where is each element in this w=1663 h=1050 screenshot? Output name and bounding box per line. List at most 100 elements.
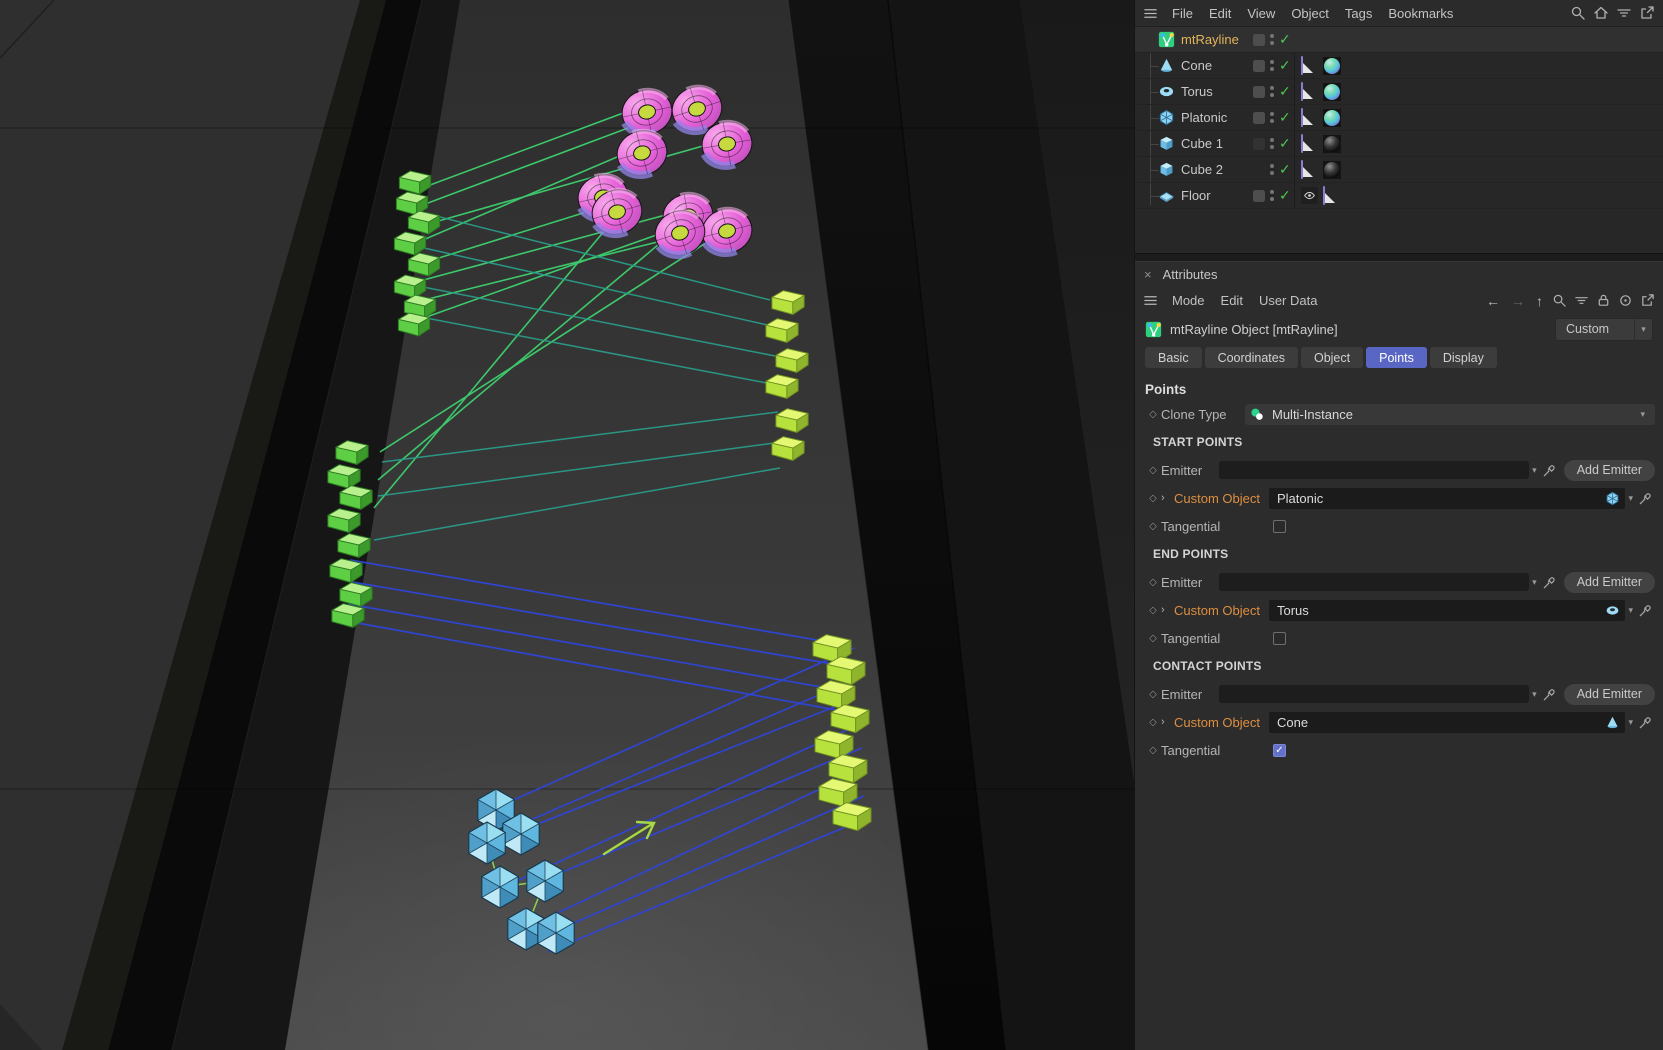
history-forward-icon[interactable]: →: [1511, 292, 1525, 309]
tab-display[interactable]: Display: [1429, 347, 1497, 368]
home-icon[interactable]: [1593, 5, 1609, 21]
tab-object[interactable]: Object: [1300, 347, 1364, 368]
chevron-down-icon[interactable]: ▾: [1628, 604, 1633, 615]
keyframe-diamond-icon[interactable]: ◇: [1149, 576, 1157, 588]
viewport-3d[interactable]: [0, 0, 1134, 1050]
object-row-cone[interactable]: Cone✓: [1135, 53, 1663, 79]
object-row-mtrayline[interactable]: mtRayline ✓: [1135, 27, 1663, 53]
enabled-check-icon[interactable]: ✓: [1279, 109, 1291, 125]
parent-up-icon[interactable]: ↑: [1536, 292, 1543, 309]
chevron-down-icon[interactable]: ▾: [1532, 464, 1537, 475]
filter-icon[interactable]: [1574, 293, 1589, 308]
cube-icon[interactable]: [1158, 161, 1175, 178]
menu-item-object[interactable]: Object: [1291, 5, 1329, 21]
material-thumbnail[interactable]: [1323, 57, 1341, 75]
keyframe-diamond-icon[interactable]: ◇: [1149, 604, 1157, 616]
tab-coordinates[interactable]: Coordinates: [1204, 347, 1298, 368]
chevron-down-icon[interactable]: ▾: [1628, 492, 1633, 503]
phong-tag-icon[interactable]: [1301, 160, 1303, 179]
custom-object-link-field[interactable]: Cone: [1269, 711, 1626, 733]
preset-dropdown[interactable]: Custom ▾: [1555, 317, 1653, 341]
layer-chip[interactable]: [1253, 34, 1265, 46]
keyframe-diamond-icon[interactable]: ◇: [1149, 716, 1157, 728]
tangential-checkbox[interactable]: [1273, 631, 1286, 645]
popout-icon[interactable]: [1640, 293, 1655, 308]
phong-tag-icon[interactable]: [1301, 134, 1303, 153]
keyframe-diamond-icon[interactable]: ◇: [1149, 688, 1157, 700]
phong-tag-icon[interactable]: [1301, 56, 1303, 75]
menu-item-view[interactable]: View: [1247, 5, 1276, 21]
eyedropper-icon[interactable]: [1638, 715, 1653, 730]
layer-chip[interactable]: [1253, 112, 1265, 124]
tangential-checkbox[interactable]: ✓: [1273, 743, 1286, 757]
chevron-down-icon[interactable]: ▾: [1532, 688, 1537, 699]
layer-chip[interactable]: [1253, 190, 1265, 202]
chevron-down-icon[interactable]: ▾: [1628, 716, 1633, 727]
mtrayline-icon[interactable]: [1158, 31, 1175, 48]
enabled-check-icon[interactable]: ✓: [1279, 187, 1291, 203]
custom-object-link-field[interactable]: Torus: [1269, 599, 1626, 621]
expand-chevron-icon[interactable]: ›: [1161, 492, 1165, 504]
object-name[interactable]: Platonic: [1181, 110, 1228, 125]
enabled-check-icon[interactable]: ✓: [1279, 135, 1291, 151]
visibility-eye-icon[interactable]: [1301, 187, 1318, 204]
enabled-check-icon[interactable]: ✓: [1279, 31, 1291, 47]
material-thumbnail[interactable]: [1323, 109, 1341, 127]
tab-basic[interactable]: Basic: [1145, 347, 1202, 368]
cone-icon[interactable]: [1158, 57, 1175, 74]
enable-dots[interactable]: [1270, 112, 1274, 123]
tab-points[interactable]: Points: [1366, 347, 1427, 368]
keyframe-diamond-icon[interactable]: ◇: [1149, 520, 1157, 532]
keyframe-diamond-icon[interactable]: ◇: [1149, 464, 1157, 476]
keyframe-diamond-icon[interactable]: ◇: [1149, 408, 1157, 420]
enable-dots[interactable]: [1270, 86, 1274, 97]
floor-icon[interactable]: [1158, 187, 1175, 204]
tangential-checkbox[interactable]: [1273, 519, 1286, 533]
close-icon[interactable]: ×: [1144, 267, 1152, 282]
enable-dots[interactable]: [1270, 138, 1274, 149]
menu-item-edit[interactable]: Edit: [1208, 5, 1232, 21]
search-icon[interactable]: [1570, 5, 1586, 21]
enabled-check-icon[interactable]: ✓: [1279, 83, 1291, 99]
cube-icon[interactable]: [1158, 135, 1175, 152]
chevron-down-icon[interactable]: ▾: [1532, 576, 1537, 587]
object-name[interactable]: Cube 1: [1181, 136, 1223, 151]
eyedropper-icon[interactable]: [1542, 463, 1557, 478]
menu-item-tags[interactable]: Tags: [1344, 5, 1373, 21]
emitter-link-field[interactable]: [1219, 573, 1530, 591]
add-emitter-button[interactable]: Add Emitter: [1563, 683, 1655, 705]
eyedropper-icon[interactable]: [1638, 603, 1653, 618]
layer-chip[interactable]: [1253, 60, 1265, 72]
expand-chevron-icon[interactable]: ›: [1161, 604, 1165, 616]
layer-chip[interactable]: [1253, 86, 1265, 98]
object-name[interactable]: mtRayline: [1181, 32, 1239, 47]
clone-type-dropdown[interactable]: Multi-Instance ▾: [1245, 403, 1655, 425]
phong-tag-icon[interactable]: [1301, 108, 1303, 127]
enable-dots[interactable]: [1270, 34, 1274, 45]
hamburger-icon[interactable]: [1143, 293, 1158, 308]
attr-menu-item-mode[interactable]: Mode: [1172, 293, 1205, 308]
object-row-torus[interactable]: Torus ✓: [1135, 79, 1663, 105]
enable-dots[interactable]: [1270, 190, 1274, 201]
material-thumbnail[interactable]: [1323, 83, 1341, 101]
menu-item-bookmarks[interactable]: Bookmarks: [1388, 5, 1454, 21]
object-name[interactable]: Floor: [1181, 188, 1211, 203]
layer-chip[interactable]: [1253, 138, 1265, 150]
attr-menu-item-edit[interactable]: Edit: [1220, 293, 1243, 308]
object-row-cube-1[interactable]: Cube 1 ✓: [1135, 131, 1663, 157]
target-icon[interactable]: [1618, 293, 1633, 308]
phong-tag-icon[interactable]: [1301, 82, 1303, 101]
enable-dots[interactable]: [1270, 164, 1274, 175]
enabled-check-icon[interactable]: ✓: [1279, 161, 1291, 177]
keyframe-diamond-icon[interactable]: ◇: [1149, 492, 1157, 504]
filter-icon[interactable]: [1616, 5, 1632, 21]
object-name[interactable]: Cube 2: [1181, 162, 1223, 177]
object-name[interactable]: Torus: [1181, 84, 1213, 99]
eyedropper-icon[interactable]: [1542, 575, 1557, 590]
object-row-platonic[interactable]: Platonic ✓: [1135, 105, 1663, 131]
emitter-link-field[interactable]: [1219, 461, 1530, 479]
object-row-floor[interactable]: Floor ✓: [1135, 183, 1663, 209]
object-row-cube-2[interactable]: Cube 2 ✓: [1135, 157, 1663, 183]
material-thumbnail[interactable]: [1323, 161, 1341, 179]
attr-menu-item-user-data[interactable]: User Data: [1258, 293, 1318, 308]
